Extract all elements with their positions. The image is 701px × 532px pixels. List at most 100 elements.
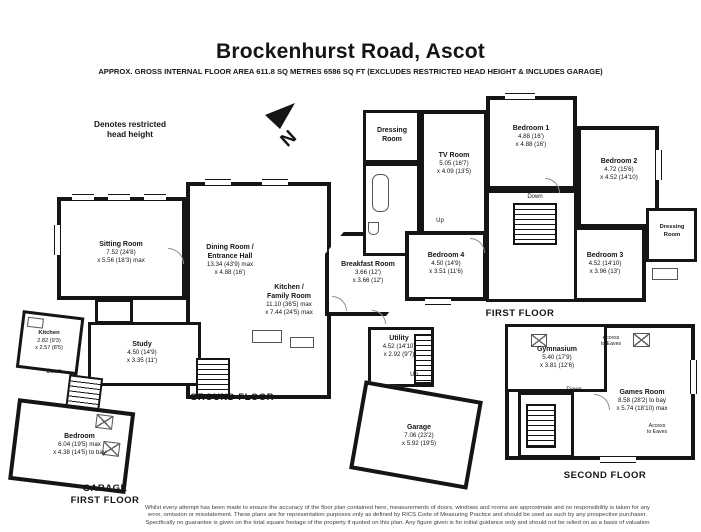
floor-area-subtitle: APPROX. GROSS INTERNAL FLOOR AREA 611.8 … — [98, 67, 603, 76]
room-dim: 7.06 (23'2) — [404, 432, 434, 440]
room-name: Breakfast Room — [341, 261, 395, 268]
room-name: TV Room — [438, 152, 470, 159]
room-name: Dressing Room — [377, 127, 407, 144]
north-letter: N — [277, 127, 301, 152]
room-dim: 4.50 (14'9) — [127, 349, 157, 357]
room-name: Bedroom 1 — [512, 125, 550, 132]
room-name: Kitchen — [38, 330, 60, 336]
window-mark — [505, 93, 535, 100]
room-label-bed1: Bedroom 1 4.88 (16') x 4.88 (16') — [498, 124, 564, 149]
rooflight-icon — [531, 334, 547, 347]
room-dim: x 3.66 (12') — [352, 277, 384, 285]
floor-label-garage-first: GARAGE FIRST FLOOR — [70, 483, 140, 506]
rooflight-icon — [95, 413, 114, 430]
room-wc — [95, 299, 133, 324]
window-mark — [425, 298, 451, 305]
room-label-breakfast: Breakfast Room 3.66 (12') x 3.66 (12') — [330, 260, 406, 285]
room-gymnasium — [505, 324, 607, 392]
window-mark — [54, 225, 61, 255]
window-mark — [205, 179, 231, 186]
room-dim: x 7.44 (24'5) max — [265, 309, 313, 317]
room-dim: x 3.35 (11') — [126, 357, 158, 365]
room-dim: 8.58 (28'2) to bay — [618, 397, 666, 405]
room-label-garage-bedroom: Bedroom 6.04 (19'5) max x 4.38 (14'5) to… — [32, 432, 127, 457]
room-label-dressing-2: Dressing Room — [650, 224, 694, 239]
room-dim: x 2.92 (9'7) — [383, 351, 415, 359]
room-label-bed4: Bedroom 4 4.50 (14'9) x 3.51 (11'6) — [413, 251, 479, 276]
room-dim: 13.34 (43'9) max — [206, 261, 254, 269]
room-dim: 2.82 (9'3) — [37, 337, 61, 344]
stairs-second-floor — [526, 404, 556, 448]
window-mark — [144, 194, 166, 201]
vanity — [652, 268, 678, 280]
room-name: Garage — [406, 424, 432, 431]
sink — [26, 316, 44, 329]
window-mark — [72, 194, 94, 201]
room-dim: 7.52 (24'8) — [106, 249, 136, 257]
window-mark — [690, 360, 697, 394]
room-dressing-1 — [363, 110, 420, 163]
room-dim: x 4.88 (16') — [214, 269, 246, 277]
room-name: Bedroom — [64, 433, 95, 440]
room-dim: 5.40 (17'9) — [542, 354, 572, 362]
room-dim: x 5.74 (18'10) max — [616, 405, 668, 413]
room-dim: x 4.52 (14'10) — [600, 174, 638, 182]
room-label-utility: Utility 4.52 (14'10) x 2.92 (9'7) — [372, 334, 426, 359]
room-dim: x 4.88 (16') — [515, 141, 547, 149]
room-name: Kitchen / Family Room — [267, 284, 311, 301]
stairs-down-label: Down — [46, 369, 62, 375]
disclaimer-text: Whilst every attempt has been made to en… — [100, 505, 695, 527]
room-dim: 4.52 (14'10) — [382, 343, 416, 351]
window-mark — [600, 456, 636, 463]
window-mark — [262, 179, 288, 186]
room-dim: x 3.81 (12'6) — [539, 362, 575, 370]
room-dim: x 4.09 (13'5) — [436, 168, 472, 176]
stairs-first-floor — [513, 203, 557, 245]
room-label-gymnasium: Gymnasium 5.40 (17'9) x 3.81 (12'6) — [518, 345, 596, 370]
disclaimer-line: error, omission or misstatement. These p… — [148, 512, 647, 519]
room-dim: 4.88 (16') — [518, 133, 544, 141]
room-name: Bedroom 2 — [600, 158, 638, 165]
room-label-bed2: Bedroom 2 4.72 (15'6) x 4.52 (14'10) — [586, 157, 652, 182]
room-name: Dressing Room — [659, 224, 685, 238]
room-name: Sitting Room — [99, 241, 143, 248]
room-dim: 4.72 (15'6) — [604, 166, 634, 174]
room-dim: 5.05 (16'7) — [439, 160, 469, 168]
stairs-up-label: Up — [436, 218, 444, 224]
room-label-tv: TV Room 5.05 (16'7) x 4.09 (13'5) — [424, 151, 484, 176]
stairs-up-label: Up — [410, 372, 418, 378]
page-title: Brockenhurst Road, Ascot — [216, 40, 485, 63]
room-label-kitchen-family: Kitchen / Family Room 11.10 (36'5) max x… — [246, 283, 332, 317]
room-dim: 3.66 (12') — [355, 269, 381, 277]
kitchen-counter — [290, 337, 314, 348]
toilet — [368, 222, 379, 235]
room-label-dining: Dining Room / Entrance Hall 13.34 (43'9)… — [190, 243, 270, 277]
room-dim: x 4.38 (14'5) to bay — [53, 449, 106, 457]
stairs-utility-wing — [414, 334, 433, 384]
room-label-garage: Garage 7.06 (23'2) x 5.92 (19'5) — [374, 423, 464, 448]
room-dim: 4.52 (14'10) — [588, 260, 622, 268]
room-dim: x 3.96 (13') — [589, 268, 621, 276]
room-name: Utility — [389, 335, 409, 342]
room-dim: 4.50 (14'9) — [431, 260, 461, 268]
room-dim: 11.10 (36'5) max — [266, 301, 312, 309]
room-label-bed3: Bedroom 3 4.52 (14'10) x 3.96 (13') — [570, 251, 640, 276]
window-mark — [655, 150, 662, 180]
room-name: Study — [132, 341, 152, 348]
room-dressing-2 — [646, 208, 697, 262]
room-name: Games Room — [619, 389, 665, 396]
bathtub — [372, 174, 389, 212]
window-mark — [108, 194, 130, 201]
room-label-games: Games Room 8.58 (28'2) to bay x 5.74 (18… — [598, 388, 686, 413]
room-dim: x 2.57 (8'5) — [35, 344, 63, 351]
access-to-eaves-label: Access to Eaves — [646, 423, 668, 435]
room-study — [88, 322, 201, 386]
disclaimer-line: Specifically no guarantee is given on th… — [145, 519, 650, 526]
disclaimer-line: Whilst every attempt has been made to en… — [144, 505, 651, 511]
room-dim: x 5.56 (18'3) max — [97, 257, 145, 265]
room-label-garage-kitchen: Kitchen 2.82 (9'3) x 2.57 (8'5) — [16, 330, 82, 352]
room-label-study: Study 4.50 (14'9) x 3.35 (11') — [100, 340, 184, 365]
room-name: Bedroom 4 — [427, 252, 465, 259]
kitchen-island — [252, 330, 282, 343]
